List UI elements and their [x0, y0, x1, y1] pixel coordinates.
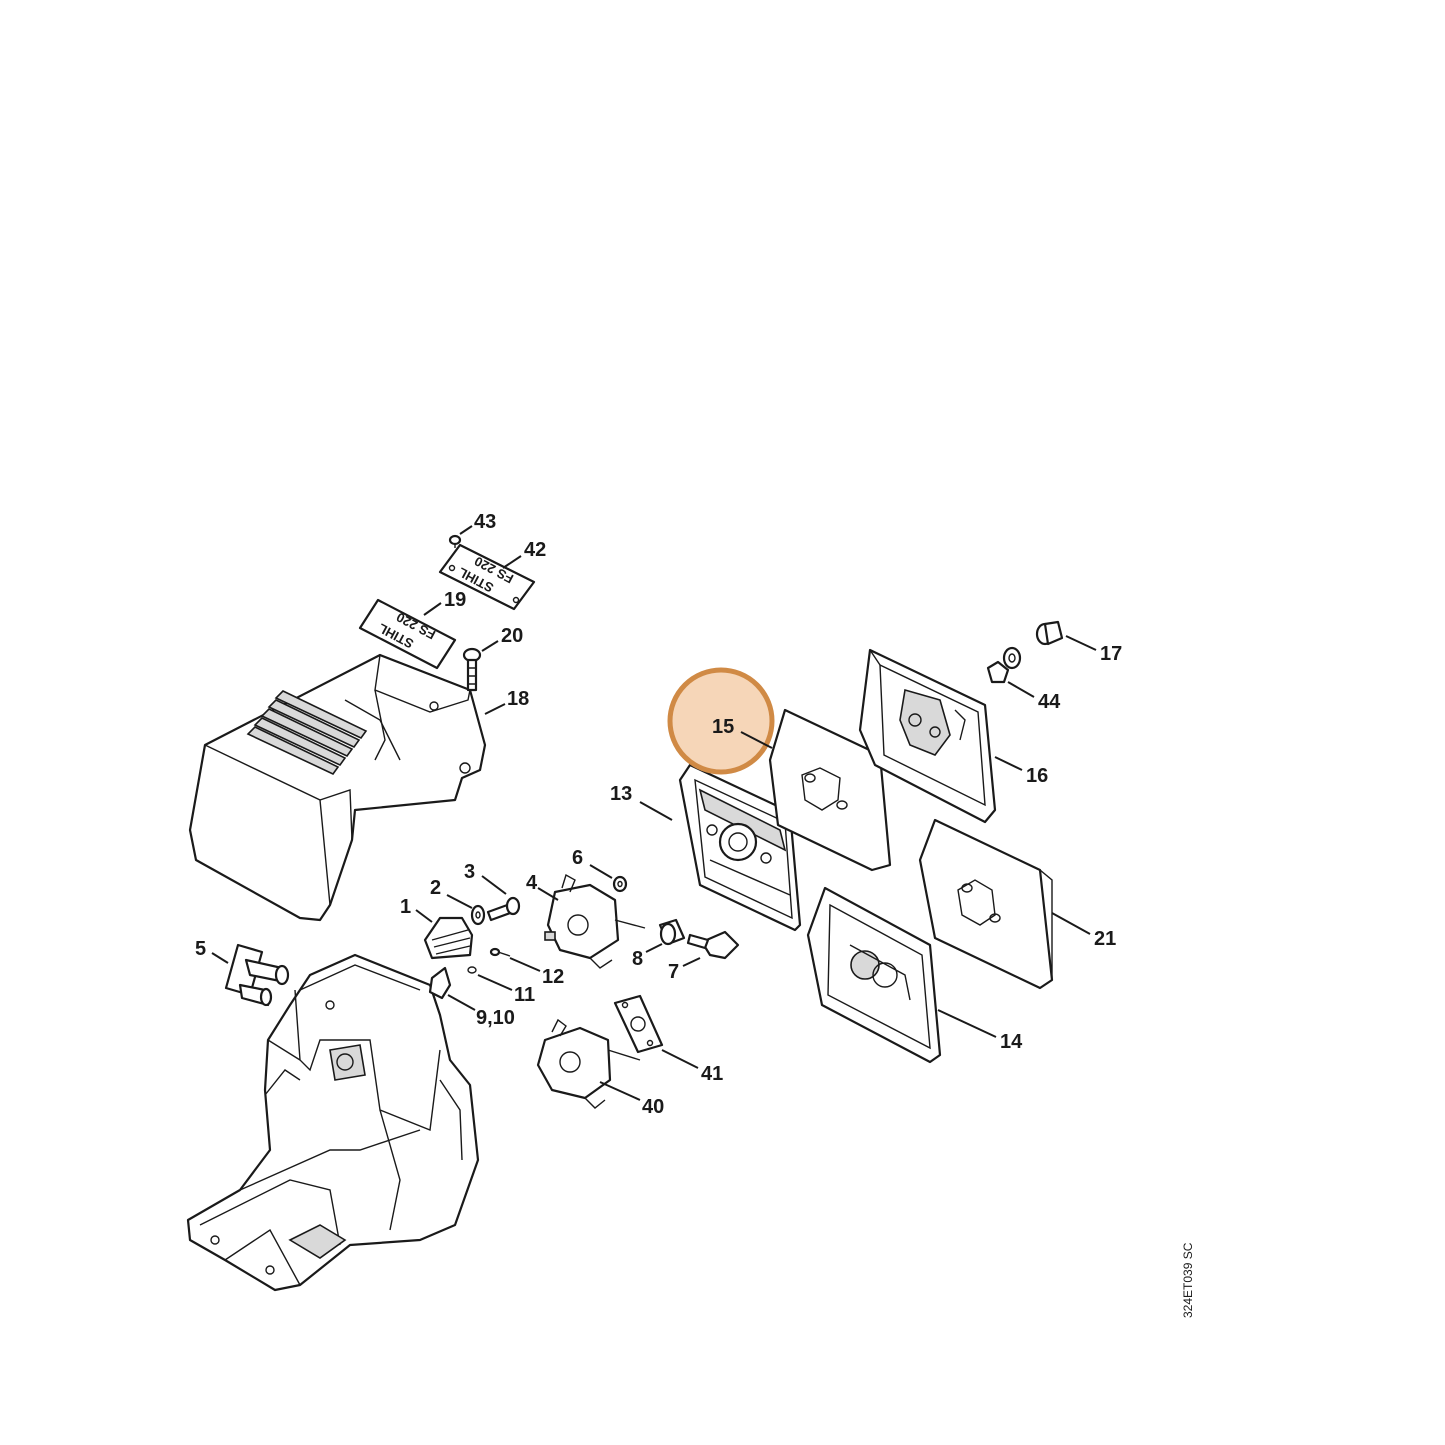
- part-20-screw: [462, 647, 482, 692]
- part-21-filter: [918, 818, 1054, 990]
- callout-3: 3: [464, 861, 475, 883]
- part-18-shroud: [188, 653, 487, 922]
- callout-40: 40: [642, 1096, 664, 1118]
- part-3-screw: [486, 896, 521, 922]
- part-44-washer: [986, 646, 1022, 684]
- callout-7: 7: [668, 961, 679, 983]
- part-12-screw: [489, 947, 511, 957]
- callout-20: 20: [501, 625, 523, 647]
- part-43-screw: [448, 534, 462, 548]
- shroud-louvers: [246, 690, 368, 776]
- callout-44: 44: [1038, 691, 1061, 713]
- part-1-baffle: [423, 916, 474, 960]
- callout-16: 16: [1026, 765, 1048, 787]
- callout-labels: 43 42 19 20 18 17 44 16 15 13 21 14 6 3 …: [195, 511, 1122, 1118]
- callout-5: 5: [195, 938, 206, 960]
- part-7-bolt: [686, 930, 740, 960]
- callout-17: 17: [1100, 643, 1122, 665]
- part-4-carburetor: [544, 873, 646, 969]
- highlight-circle-15: [667, 667, 775, 775]
- callout-6: 6: [572, 847, 583, 869]
- callout-14: 14: [1000, 1031, 1023, 1053]
- callout-19: 19: [444, 589, 466, 611]
- callout-11: 11: [514, 984, 535, 1006]
- part-15-gasket: [768, 708, 892, 872]
- callout-1: 1: [400, 896, 411, 918]
- callout-13: 13: [610, 783, 632, 805]
- callout-21: 21: [1094, 928, 1116, 950]
- callout-18: 18: [507, 688, 529, 710]
- part-5-manifold: [224, 943, 290, 1007]
- leader-lines: [211, 525, 1097, 1101]
- callout-41: 41: [701, 1063, 723, 1085]
- callout-15: 15: [712, 716, 734, 738]
- part-13-base-plate: [678, 763, 802, 932]
- part-14-filter-base: [806, 886, 942, 1064]
- engine-housing: [186, 953, 480, 1292]
- part-9-10-lever: [428, 966, 452, 1000]
- part-16-filter-cover: [858, 648, 997, 824]
- drawing-reference: 324ET039 SC: [1181, 1242, 1195, 1318]
- part-2-washer: [470, 904, 486, 926]
- part-41-gasket: [613, 994, 664, 1054]
- part-11-washer: [467, 966, 477, 974]
- part-6-nut: [612, 875, 628, 893]
- part-40-carburetor: [536, 1018, 641, 1109]
- callout-43: 43: [474, 511, 496, 533]
- callout-9-10: 9,10: [476, 1007, 515, 1029]
- callout-8: 8: [632, 948, 643, 970]
- callout-2: 2: [430, 877, 441, 899]
- callout-42: 42: [524, 539, 546, 561]
- part-8-sleeve: [658, 918, 686, 946]
- callout-12: 12: [542, 966, 564, 988]
- part-17-knob: [1035, 620, 1064, 646]
- callout-4: 4: [526, 872, 538, 894]
